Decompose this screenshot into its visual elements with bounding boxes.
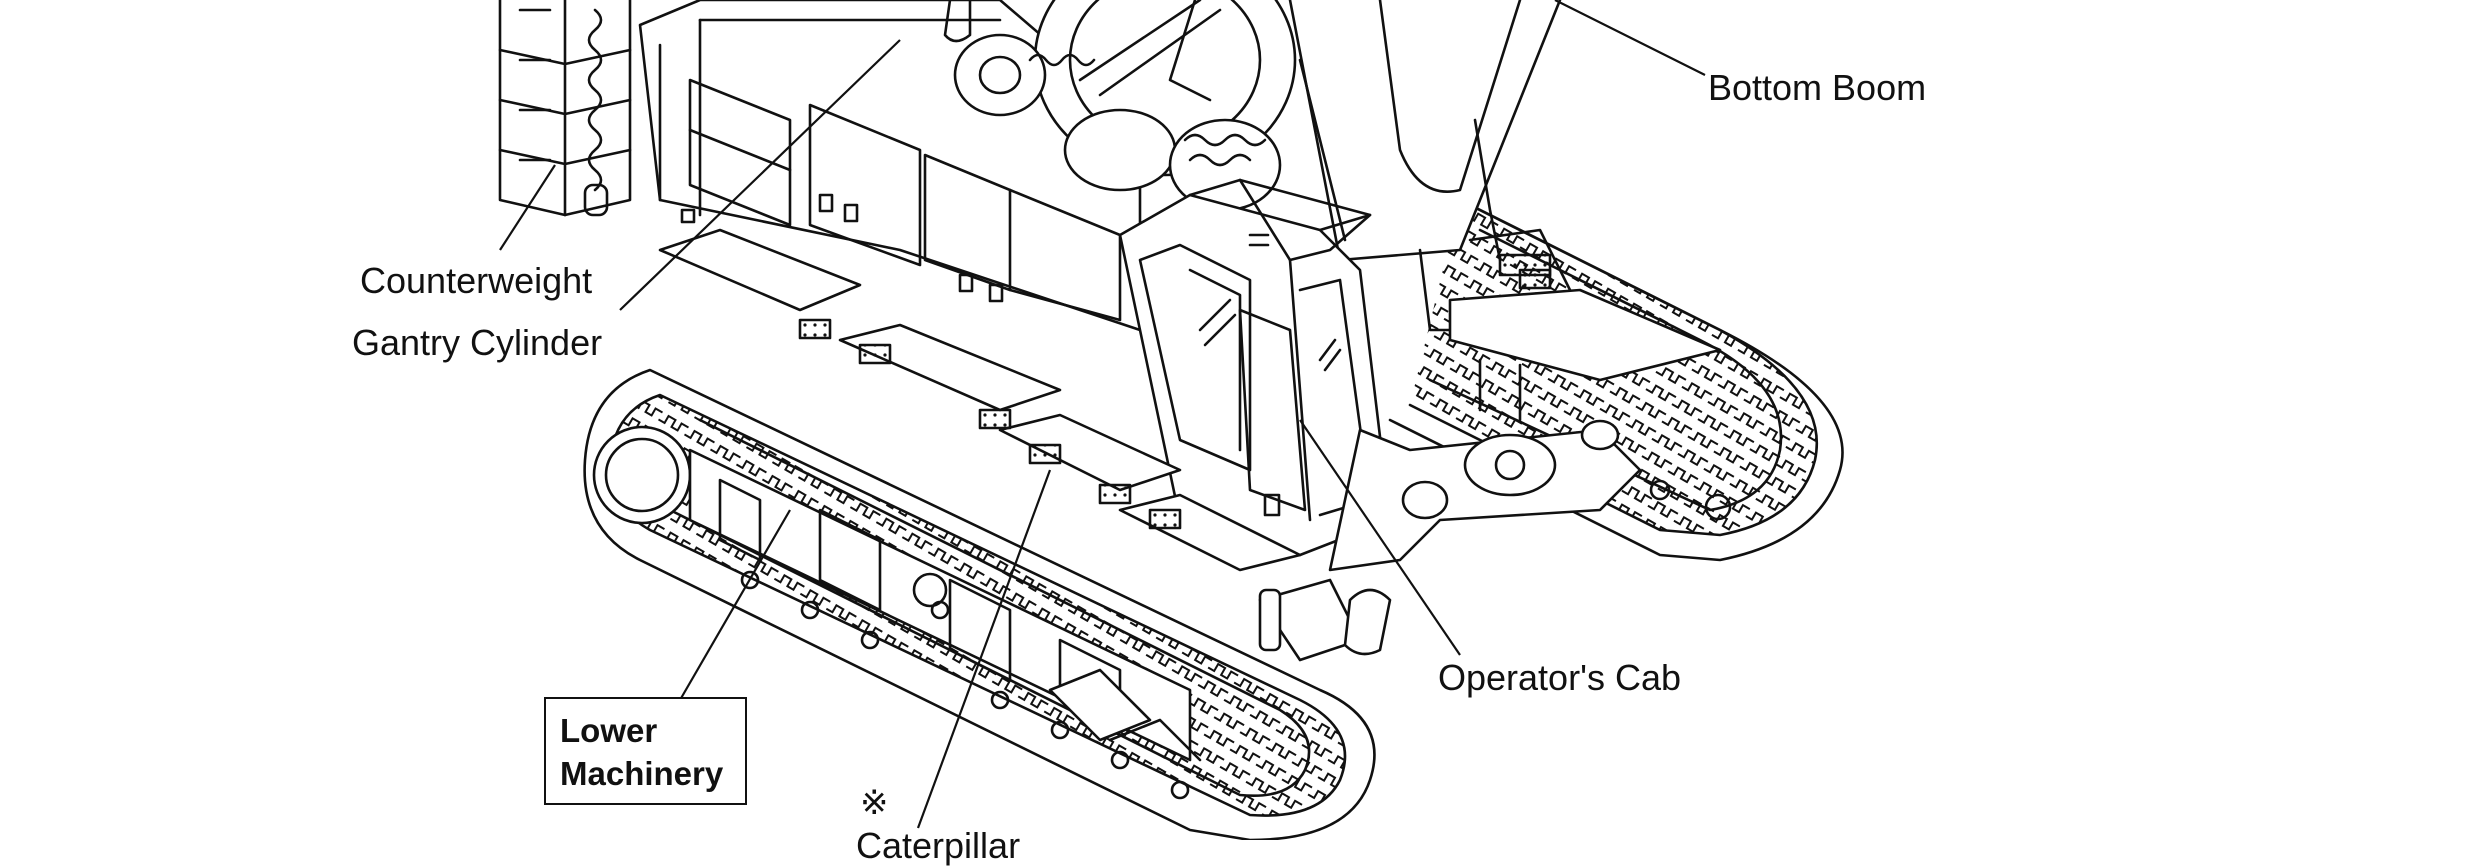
crane-line-art [498, 0, 1844, 840]
operators-cab-drawing [1118, 178, 1392, 557]
left-crawler-track [583, 368, 1376, 840]
label-lower-machinery-line1: Lower [560, 712, 658, 749]
leader-lines [499, 0, 1706, 829]
label-operators-cab: Operator's Cab [1438, 657, 1681, 698]
label-lower-machinery-line2: Machinery [560, 755, 724, 792]
leader-bottom-boom [1554, 0, 1706, 76]
winch-drums [943, 0, 1297, 212]
bottom-boom [1288, 0, 1562, 332]
leader-lower-machinery [679, 509, 791, 701]
label-caterpillar-partial: Caterpillar [856, 825, 1021, 866]
crane-diagram: Bottom Boom Counterweight Gantry Cylinde… [352, 0, 1927, 864]
leader-caterpillar [916, 469, 1052, 829]
carbody [1258, 419, 1642, 662]
label-counterweight: Counterweight [360, 260, 593, 301]
leader-gantry-cylinder [619, 39, 901, 311]
leader-counterweight [499, 164, 556, 251]
counterweight-stack [498, 0, 632, 217]
label-lower-machinery: Lower Machinery [544, 697, 748, 805]
leader-operators-cab [1299, 419, 1461, 656]
label-gantry-cylinder: Gantry Cylinder [352, 322, 603, 363]
label-bottom-boom: Bottom Boom [1708, 67, 1927, 108]
left-walkway [658, 228, 1552, 572]
note-reference-mark: ※ [860, 783, 889, 823]
